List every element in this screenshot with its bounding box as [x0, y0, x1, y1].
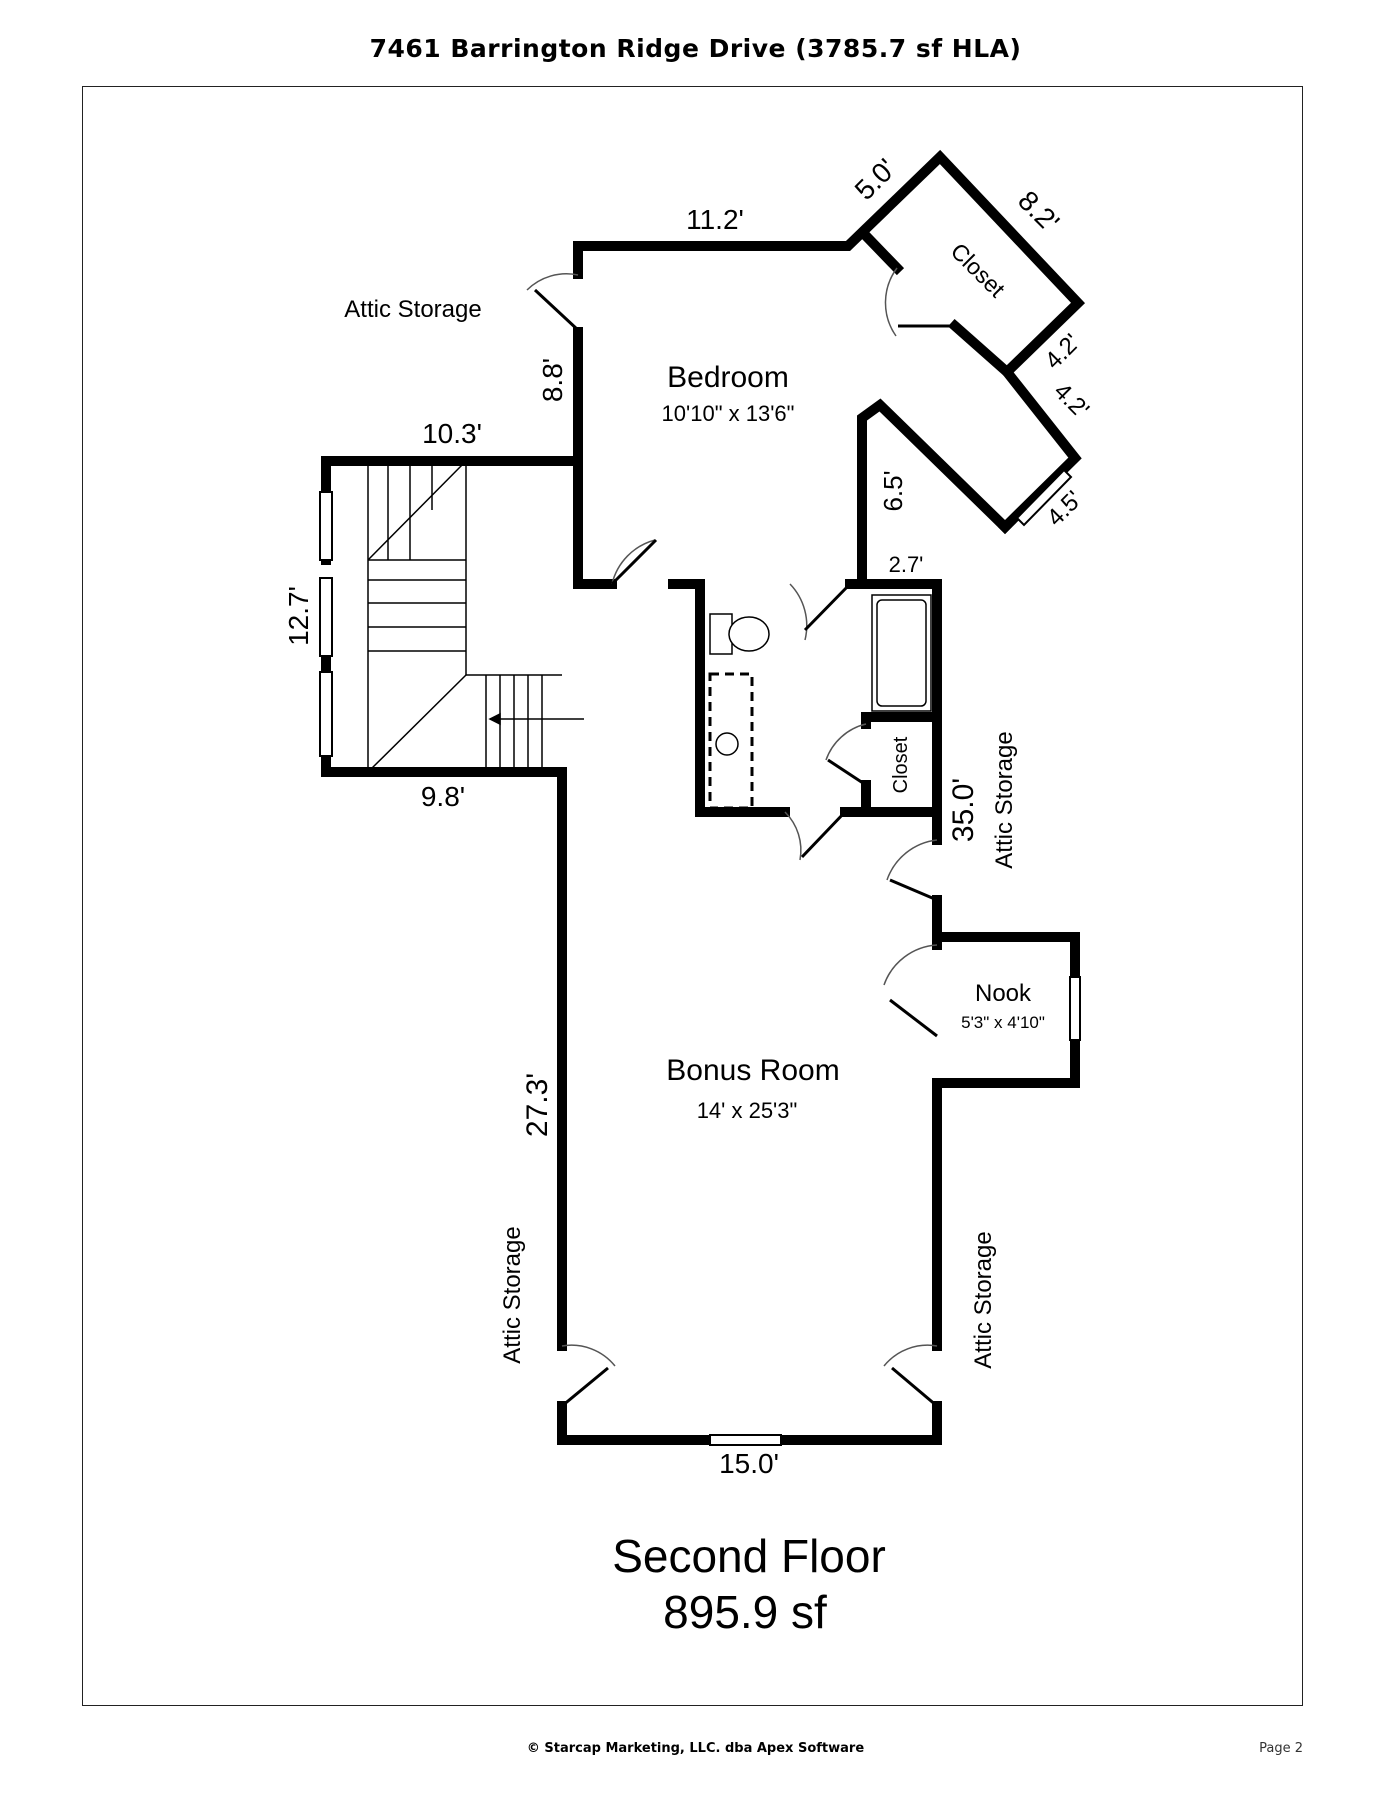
bedroom-size: 10'10" x 13'6" — [662, 401, 795, 426]
nook-size: 5'3" x 4'10" — [961, 1013, 1045, 1032]
attic-storage-top-left: Attic Storage — [344, 296, 481, 323]
dim-bedroom-left: 8.8' — [537, 358, 568, 402]
door-swings — [526, 267, 955, 1408]
wall-closet-inner — [947, 318, 1015, 380]
dim-bath-top: 2.7' — [889, 552, 924, 577]
wall-nook-bottom — [932, 1035, 1080, 1088]
attic-storage-right-low: Attic Storage — [970, 1231, 997, 1368]
dim-angle-42b: 4.2' — [1048, 378, 1094, 424]
page-title: 7461 Barrington Ridge Drive (3785.7 sf H… — [369, 34, 1022, 63]
dim-stair-left: 12.7' — [283, 586, 314, 646]
floor-name: Second Floor — [612, 1530, 886, 1582]
floor-area: 895.9 sf — [663, 1586, 827, 1638]
wall-bath — [695, 579, 790, 817]
bonus-room-label: Bonus Room — [666, 1054, 839, 1087]
staircase — [367, 460, 584, 773]
wall-closet-diagonal — [860, 230, 905, 276]
attic-storage-left-low: Attic Storage — [499, 1226, 526, 1363]
wall-bonus-bottom-right — [776, 1401, 942, 1445]
wall-bonus-bottom — [557, 1401, 715, 1445]
dim-bedroom-inner: 6.5' — [878, 470, 908, 511]
closet-angled-label: Closet — [946, 238, 1011, 303]
page-number: Page 2 — [1259, 1741, 1303, 1756]
bath-fixtures — [708, 594, 932, 810]
dim-right-35: 35.0' — [947, 778, 980, 842]
dim-bottom-15: 15.0' — [719, 1448, 779, 1479]
attic-storage-right-mid: Attic Storage — [991, 731, 1018, 868]
dim-angle-82: 8.2' — [1012, 185, 1065, 238]
wall-bath-closet — [861, 712, 942, 729]
dim-stair-top: 10.3' — [422, 418, 482, 449]
drawing-frame — [82, 86, 1303, 1706]
wall-nook — [932, 932, 1080, 982]
bedroom-label: Bedroom — [667, 361, 789, 394]
wall-bedroom-inner — [857, 398, 1013, 589]
windows — [319, 468, 1081, 1446]
wall-bath-top — [840, 579, 942, 817]
footer-credit: © Starcap Marketing, LLC. dba Apex Softw… — [526, 1741, 865, 1756]
wall-bedroom-top — [573, 149, 1086, 535]
closet-bath-label: Closet — [890, 736, 912, 793]
bonus-room-size: 14' x 25'3" — [697, 1098, 798, 1123]
dim-stair-bottom: 9.8' — [421, 781, 465, 812]
nook-label: Nook — [975, 980, 1032, 1007]
dim-bedroom-top: 11.2' — [686, 204, 744, 235]
dim-left-273: 27.3' — [521, 1073, 554, 1137]
wall-bedroom-left — [573, 327, 617, 589]
